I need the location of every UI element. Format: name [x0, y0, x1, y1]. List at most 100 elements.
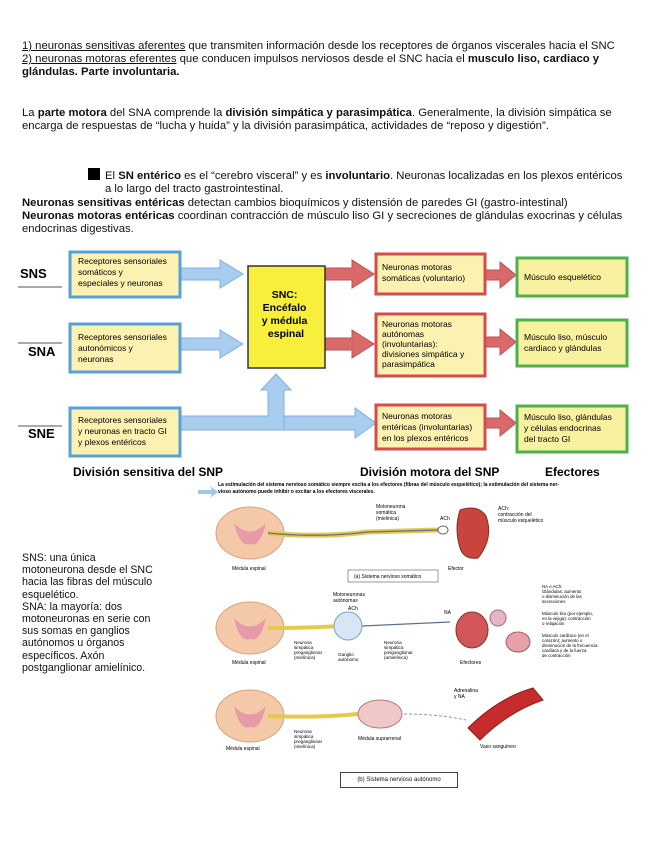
- ach-note: ACh: contracción del músculo esquelético: [498, 506, 544, 524]
- preganglionic-axon-icon: [267, 712, 359, 719]
- motor-p3: . Generalmente, la división simpática se…: [22, 107, 612, 133]
- efferent-text: que conducen impulsos nerviosos desde el…: [176, 53, 468, 66]
- enteric-p1: El: [105, 170, 119, 182]
- sensory-box-sna: Receptores sensoriales autonómicos y neu…: [68, 322, 182, 374]
- panel-b-autonomic: Motoneuronas autónomas ACh NA Neurona si…: [215, 584, 598, 666]
- row-label-sne: SNE: [28, 426, 55, 441]
- arrow-autonomic-to-effector: [484, 327, 517, 357]
- box-text: Músculo esquelético: [524, 272, 601, 282]
- panel-a-somatic: Motoneurona somática (mielínica) ACh ACh…: [215, 504, 544, 583]
- adrenal-label: Médula suprarrenal: [358, 736, 401, 742]
- cns-text: SNC: Encéfalo y médula espinal: [262, 289, 310, 340]
- footer-motor-division: División motora del SNP: [360, 465, 499, 479]
- skeletal-muscle-icon: [456, 507, 490, 559]
- cord-label: Médula espinal: [232, 566, 266, 572]
- adrenaline-label: Adrenalina y NA: [454, 688, 479, 700]
- efferent-bold: musculo liso, cardiaco y glándulas. Part…: [22, 53, 600, 79]
- motor-p1: La: [22, 107, 38, 119]
- ganglion-label: Ganglio autónomo: [338, 652, 359, 662]
- na-label: NA: [444, 610, 452, 616]
- box-text: Neuronas motoras autónomas (involuntaria…: [382, 319, 467, 369]
- arrow-cns-to-somatic: [324, 259, 375, 289]
- effectors-label: Efectores: [460, 660, 482, 666]
- side-note-line: sus somas en ganglios: [22, 625, 130, 638]
- enteric-p3: . Neuronas localizadas en los plexos ent…: [105, 170, 623, 196]
- side-note-line: motoneurona desde el SNC: [22, 564, 153, 577]
- enteric-neurons-paragraph: Neuronas sensitivas entéricas detectan c…: [22, 197, 634, 237]
- arrow-sne-to-motor: [283, 407, 377, 439]
- caption-a: (a) Sistema nervioso somático: [354, 574, 421, 580]
- grey-matter-icon: [234, 618, 266, 640]
- footer-sensory-division: División sensitiva del SNP: [73, 465, 223, 479]
- adrenal-medulla-icon: [357, 699, 403, 729]
- box-text: Músculo liso, músculo cardiaco y glándul…: [524, 332, 610, 353]
- synapse-icon: [437, 525, 449, 535]
- side-note-line: hacia las fibras del músculo: [22, 576, 153, 589]
- arrow-sna-to-cns: [179, 329, 244, 359]
- box-text: Receptores sensoriales somáticos y espec…: [78, 256, 169, 288]
- sensory-box-sns: Receptores sensoriales somáticos y espec…: [68, 250, 182, 299]
- arrow-sns-to-cns: [179, 259, 244, 289]
- cord-label: Médula espinal: [226, 746, 260, 752]
- preganglionic-axon-icon: [267, 624, 339, 630]
- row-label-sna: SNA: [28, 344, 56, 359]
- enteric-b1: SN entérico: [118, 170, 181, 182]
- side-note-line: SNS: una única: [22, 552, 96, 564]
- enteric-paragraph: El SN entérico es el “cerebro visceral” …: [105, 170, 625, 196]
- side-note-line: específicos. Axón: [22, 649, 105, 662]
- side-note-line: SNA: la mayoría: dos: [22, 600, 123, 613]
- axon-core-icon: [267, 529, 439, 536]
- panel-c-adrenal: Médula espinal Neurona simpática pregang…: [215, 687, 544, 752]
- box-text: Músculo liso, glándulas y células endocr…: [524, 412, 614, 444]
- effector-label: Efector: [448, 566, 464, 572]
- ach-label: ACh: [348, 606, 358, 612]
- bullet-square-icon: [88, 168, 100, 180]
- enteric-p2: es el “cerebro visceral” y es: [180, 170, 326, 182]
- figure-header: La estimulación del sistema nervioso som…: [218, 482, 560, 495]
- motor-b1: parte motora: [37, 107, 107, 119]
- gland-icon: [489, 609, 507, 627]
- header-arrow-icon: [198, 486, 218, 498]
- afferent-text: que transmiten información desde los rec…: [185, 40, 615, 52]
- hormone-flow-icon: [403, 713, 467, 721]
- efferent-link[interactable]: 2) neuronas motoras eferentes: [22, 53, 177, 66]
- pre-label: Neurona simpática preganglionar (mielíni…: [294, 729, 323, 749]
- side-note-line: motoneuronas en serie con: [22, 613, 151, 626]
- enteric-motor-rest: coordinan contracción de músculo liso GI…: [22, 210, 623, 236]
- box-text: Receptores sensoriales autonómicos y neu…: [78, 332, 169, 364]
- intro-paragraph: 1) neuronas sensitivas aferentes que tra…: [22, 40, 632, 80]
- ach-label: ACh: [440, 516, 450, 522]
- effector-box-skeletal: Músculo esquelético: [515, 256, 629, 298]
- motor-b2: división simpática y parasimpática: [225, 107, 412, 119]
- autonomic-vs-somatic-figure: La estimulación del sistema nervioso som…: [198, 482, 598, 752]
- pre-label: Neurona simpática preganglionar (mielíni…: [294, 640, 323, 660]
- post-label: Neurona simpática posganglionar (amielín…: [384, 640, 414, 660]
- footer-effectors: Efectores: [545, 465, 600, 479]
- cord-label: Médula espinal: [232, 660, 266, 666]
- cns-box: SNC: Encéfalo y médula espinal: [247, 265, 326, 369]
- grey-matter-icon: [234, 523, 266, 545]
- side-note-line: esquelético.: [22, 588, 79, 601]
- effector-box-gi: Músculo liso, glándulas y células endocr…: [515, 404, 629, 454]
- postganglionic-axon-icon: [361, 621, 451, 627]
- box-text: Neuronas motoras entéricas (involuntaria…: [382, 411, 475, 443]
- motoneuron-label: Motoneurona somática (mielínica): [376, 504, 407, 522]
- heart-icon: [455, 611, 489, 649]
- motor-box-somatic: Neuronas motoras somáticas (voluntario): [374, 252, 487, 296]
- arrow-cns-to-autonomic: [324, 329, 375, 359]
- box-text: Receptores sensoriales y neuronas en tra…: [78, 415, 169, 447]
- enteric-b2: involuntario: [325, 170, 391, 182]
- motor-paragraph: La parte motora del SNA comprende la div…: [22, 107, 630, 133]
- sensory-box-sne: Receptores sensoriales y neuronas en tra…: [68, 406, 182, 458]
- afferent-link[interactable]: 1) neuronas sensitivas aferentes: [22, 40, 186, 52]
- nervous-system-flow-diagram: SNS SNA SNE Receptores sensoriales somát…: [18, 250, 629, 479]
- blood-vessel-icon: [467, 687, 544, 741]
- bladder-icon: [505, 631, 531, 653]
- motor-box-autonomic: Neuronas motoras autónomas (involuntaria…: [374, 312, 487, 378]
- box-text: Neuronas motoras somáticas (voluntario): [382, 262, 465, 283]
- enteric-sens-rest: detectan cambios bioquímicos y distensió…: [184, 197, 568, 209]
- vessel-label: Vaso sanguíneo: [480, 744, 516, 750]
- caption-b: (b) Sistema nervioso autónomo: [340, 772, 458, 788]
- arrow-sne-to-cns: [179, 373, 293, 431]
- effector-box-smooth: Músculo liso, músculo cardiaco y glándul…: [515, 318, 629, 368]
